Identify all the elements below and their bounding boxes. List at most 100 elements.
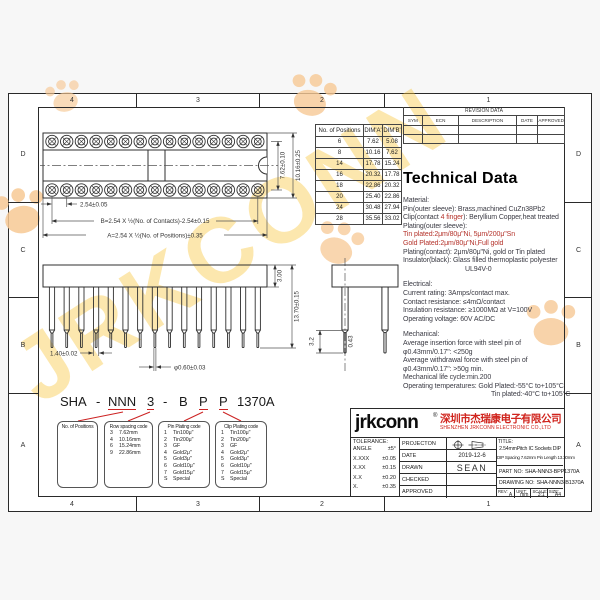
code-value: 5 [221,456,224,463]
zone-letter: C [8,203,38,298]
technical-data-text: Material: [403,197,429,204]
table-cell: 8 [315,147,364,159]
part-no-value: SHA-NNN3-BPP1370A [524,468,580,475]
info-value: 3:1 [537,492,545,498]
table-cell [515,126,538,134]
technical-data-line: Current rating: 3Amps/contact max. [403,290,569,299]
paw-icon [526,300,576,346]
code-label: Tin200μ" [230,436,251,443]
table-cell: 20.32 [382,180,402,192]
zone-number: 3 [137,93,260,107]
technical-data-line: Tin plated:2μm/80μ"Ni, 5μm/200μ"Sn [403,231,569,240]
code-box-title: Clip Plating code [223,424,259,430]
zone-number: 1 [486,501,491,508]
tolerance-name: X.XXX [353,455,370,462]
part-number-segment: B [179,394,188,409]
part-number-segment: 1370A [237,394,275,409]
dim-row-spacing: 7.62±0.10 [280,151,287,179]
tolerance-value: ±5° [387,446,396,452]
code-label: 10.16mm [119,436,141,443]
table-cell: 22.86 [363,180,383,192]
part-number-segment: P [219,394,228,410]
technical-data-line: Insulator(black): Glass filled thermopla… [403,257,569,266]
code-value: 6 [110,443,113,450]
field-row: CHECKED [400,474,497,486]
code-box-row: 1 Tin100μ" [216,430,266,437]
technical-data-text: Plating(outer sleeve): [403,222,467,230]
code-label: 15.24mm [119,443,141,450]
tolerance-row: ANGLE±5° [351,445,399,455]
dim-tip-dia: φ0.60±0.03 [174,364,206,371]
table-cell: 24 [315,202,364,214]
technical-data-block: Electrical:Current rating: 3Amps/contact… [403,281,569,324]
code-label: Gold10μ" [230,462,252,469]
info-cell: REV:A [497,489,514,498]
info-label: REV: [498,489,508,494]
code-value: 1 [221,430,224,436]
technical-data-line: Average withdrawal force with steel pin … [403,357,569,366]
column-header: APPROVED [537,116,564,125]
column-header: DESCRIPTION [458,116,515,125]
table-cell: 10.16 [363,147,383,159]
code-value: 7 [221,469,224,476]
technical-data-text: Contact resistance: ≤4mΩ/contact [403,298,505,306]
technical-data-line: Plating(contact): 2μm/80μ"Ni, gold or Ti… [403,249,569,258]
part-number-segment: P [199,394,208,410]
part-number-segment: NNN [108,394,137,410]
zone-number: 3 [137,497,260,512]
field-label: DRAWN [400,462,447,473]
field-row: APPROVED [400,486,497,498]
zone-letter: A [576,442,581,449]
code-label: Gold3μ" [173,456,192,463]
company-name-cn: 深圳市杰瑞康电子有限公司 [440,413,562,425]
table-cell: 30.48 [363,202,383,214]
code-label: Gold2μ" [173,449,192,456]
table-cell: 18 [315,180,364,192]
info-label: SCALE: [532,489,548,494]
column-header: No. of Positions [315,124,364,137]
technical-data-text: Tin plated:2μm/80μ"Ni, 5μm/200μ"Sn [403,231,515,239]
technical-data-text: Gold Plated:2μm/80μ"Ni,Full gold [403,239,504,247]
dim-sleeve-dia: 1.40±0.02 [50,351,78,358]
table-cell [458,135,515,143]
zone-letter: B [8,298,38,394]
technical-data-text: Operating voltage: 60V AC/DC [403,315,496,323]
code-value: 6 [221,462,224,469]
field-value [447,486,497,498]
code-label: 7.62mm [119,430,138,436]
technical-data-text: Mechanical: [403,331,440,339]
code-label: Tin100μ" [230,430,251,436]
technical-data-blocks: Material:Pin(outer sleeve): Brass,machin… [403,197,570,400]
title-block: jrkconn ® 深圳市杰瑞康电子有限公司 SHENZHEN JRKCONN … [350,408,584,498]
code-value: 1 [164,430,167,436]
dim-total-length: 13.70±0.15 [294,290,301,321]
info-value: mm [520,492,529,498]
technical-data-heading: Technical Data [403,170,518,187]
tolerance-name: X. [353,484,359,491]
table-row [404,125,564,134]
table-cell: 35.56 [363,213,383,225]
code-value: 3 [110,430,113,436]
technical-data-line: Contact resistance: ≤4mΩ/contact [403,299,569,308]
side-view-drawing: 3.00 13.70±0.15 1.40±0.02 φ0.60±0.03 [42,264,301,371]
zone-letter: B [565,298,592,394]
table-cell [515,135,538,143]
part-number-segment: SHA [60,394,87,409]
code-label: GF [173,443,181,450]
technical-data-line: φ0.43mm/0.17": <250g [403,349,569,358]
dim-body-width: 10.16±0.25 [295,149,302,180]
